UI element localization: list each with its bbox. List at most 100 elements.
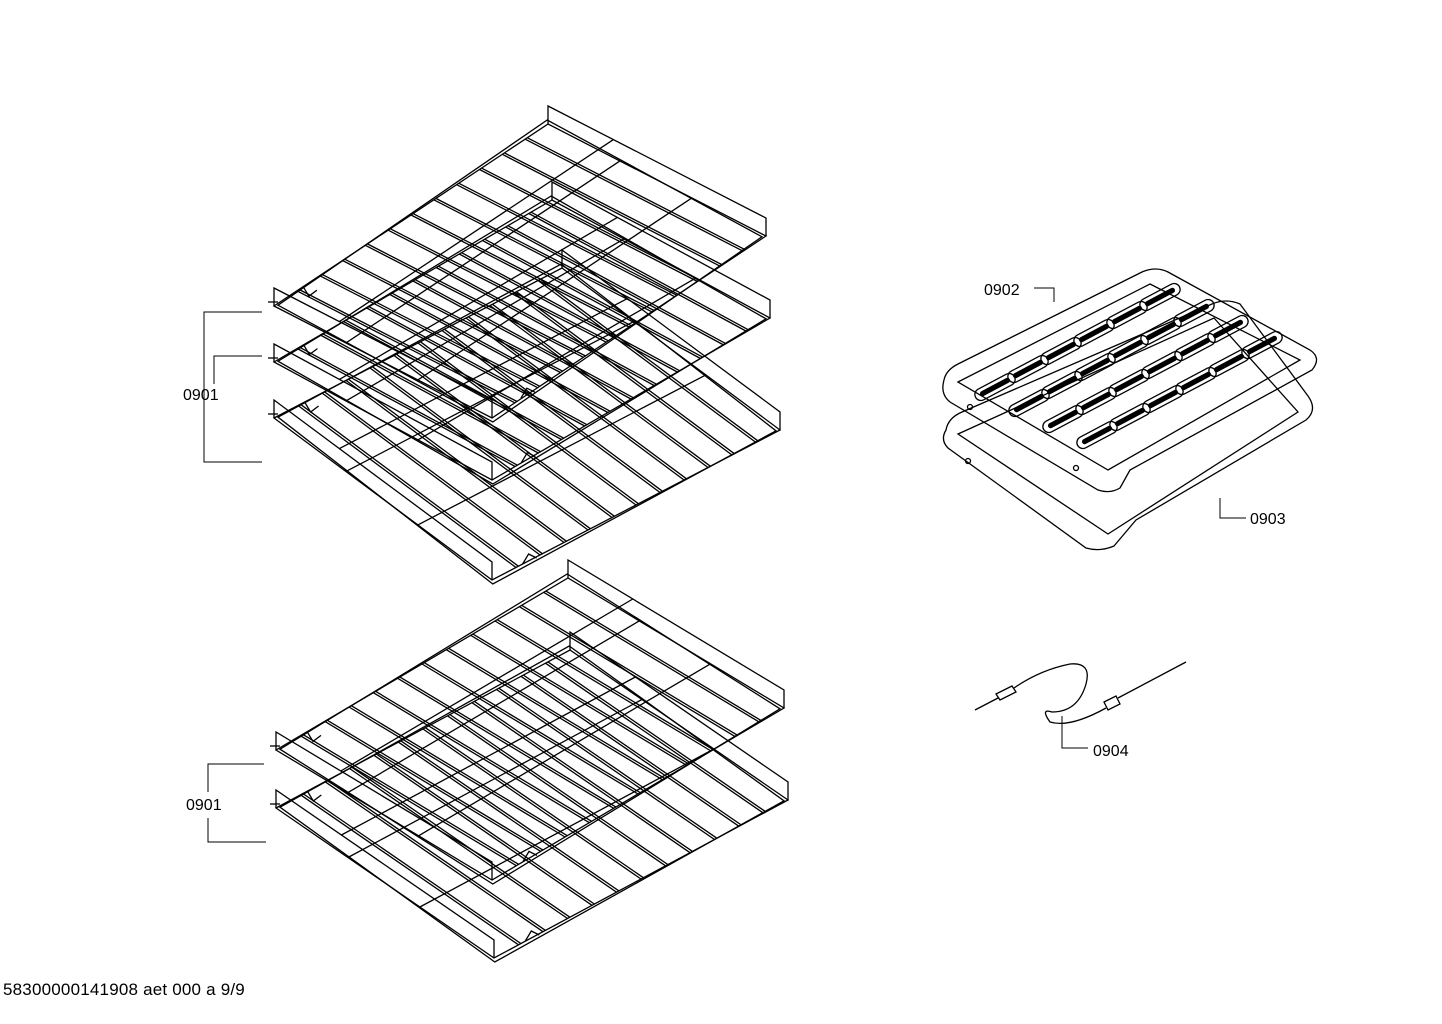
broil-grid-rivet — [966, 403, 974, 411]
rack-wire — [545, 590, 763, 722]
rack-stop — [302, 285, 318, 298]
rack-wire — [513, 292, 733, 456]
broil-grid-slot-outline — [1241, 330, 1283, 360]
rack-wire — [413, 213, 632, 327]
rack-wire — [479, 168, 698, 283]
rack-wire — [319, 275, 538, 389]
broil-grid-slot — [1107, 334, 1149, 364]
rack-upper-3 — [268, 248, 782, 585]
rack-wire — [494, 620, 712, 752]
rack-rail — [347, 698, 643, 859]
rack-wire — [398, 741, 617, 893]
rack-wire — [299, 735, 517, 867]
leader-line — [207, 763, 264, 792]
rack-lower-1 — [270, 558, 786, 885]
rack-wire — [368, 306, 588, 426]
rack-wire — [524, 138, 744, 252]
broil-grid-outline — [942, 268, 1318, 493]
rack-wire — [520, 675, 740, 827]
broil-grid-slot — [1075, 386, 1117, 416]
rack-wire — [397, 677, 615, 809]
rack-wire — [528, 212, 748, 333]
rack-wire — [420, 341, 639, 505]
broil-grid-slot — [1076, 420, 1118, 450]
broil-grid-slot-hole — [1144, 287, 1176, 307]
rack-wire — [392, 292, 611, 412]
broil-grid-slot — [1041, 370, 1083, 400]
rack-wire — [367, 243, 587, 357]
rack-wire — [299, 346, 518, 466]
rack-wire — [349, 767, 568, 920]
rack-wire — [461, 252, 681, 372]
rack-wire — [459, 253, 678, 373]
rack-side-rail — [340, 598, 634, 772]
rack-wire — [472, 633, 690, 765]
rack-wire — [531, 211, 750, 331]
rack-wire — [345, 379, 565, 544]
rack-wire — [421, 663, 639, 795]
rack-stop — [520, 387, 536, 399]
rack-stop — [302, 344, 318, 356]
probe-plug — [974, 685, 1017, 711]
rack-wire — [481, 167, 701, 281]
rack-wire — [456, 184, 675, 298]
rack-wire — [387, 229, 607, 343]
rack-stop — [522, 553, 537, 565]
rack-wire — [422, 728, 642, 880]
rack-rail — [345, 238, 625, 402]
probe-spike — [1117, 661, 1187, 699]
broil-grid-slot — [1173, 298, 1215, 328]
callout-0903: 0903 — [1250, 511, 1286, 528]
rack-wire — [390, 228, 609, 342]
rack-side-rail — [569, 630, 789, 800]
rack-wire — [376, 753, 595, 905]
rack-wire — [348, 378, 567, 542]
callout-0901-upper: 0901 — [183, 387, 219, 404]
rack-wire — [324, 391, 543, 555]
callout-0904: 0904 — [1093, 743, 1129, 760]
rack-wire — [502, 153, 721, 267]
broil-grid-slot-hole — [1212, 319, 1244, 339]
rack-wire — [484, 238, 704, 358]
rack-wire — [435, 266, 655, 387]
rack-frame-inner — [278, 645, 786, 963]
rack-side-rail — [561, 248, 781, 430]
rack-wire — [445, 649, 663, 781]
broil-grid-slot — [1109, 402, 1151, 432]
broil-grid-slot-hole — [1178, 303, 1210, 323]
rack-lower-2 — [270, 630, 790, 963]
rack-wire — [399, 676, 617, 808]
rack-wire — [438, 265, 657, 385]
rack-wire — [498, 687, 718, 839]
rack-wire — [351, 766, 571, 918]
rack-side-rail — [339, 216, 618, 380]
leader-line — [1034, 287, 1055, 302]
rack-rail — [417, 197, 693, 381]
rack-frame-inner — [276, 263, 778, 585]
rack-side-rail — [275, 788, 495, 958]
rack-wire — [441, 329, 661, 494]
broil-grid-slot — [1174, 332, 1216, 362]
rack-stop — [306, 790, 322, 802]
rack-side-rail — [339, 139, 614, 323]
rack-wire — [348, 706, 566, 838]
broil-pan-outline — [942, 300, 1314, 551]
rack-wire — [321, 392, 541, 556]
broil-grid-slot — [1042, 404, 1084, 434]
rack-side-rail — [273, 286, 493, 418]
leader-lines — [203, 287, 1246, 843]
rack-wire — [302, 733, 520, 866]
leader-line — [207, 818, 266, 843]
document-id: 58300000141908 aet 000 a 9/9 — [3, 980, 245, 999]
rack-wire — [470, 634, 688, 766]
rack-wire — [400, 740, 620, 892]
rack-upper-1 — [268, 104, 768, 423]
rack-wire — [521, 604, 739, 737]
rack-wire — [537, 279, 757, 444]
rack-wire — [299, 289, 518, 403]
rack-wire — [327, 779, 546, 932]
broil-grid-slot-outline — [1139, 282, 1181, 312]
broil-grid-slot — [1108, 368, 1150, 398]
broil-grid-inner — [956, 283, 1302, 471]
